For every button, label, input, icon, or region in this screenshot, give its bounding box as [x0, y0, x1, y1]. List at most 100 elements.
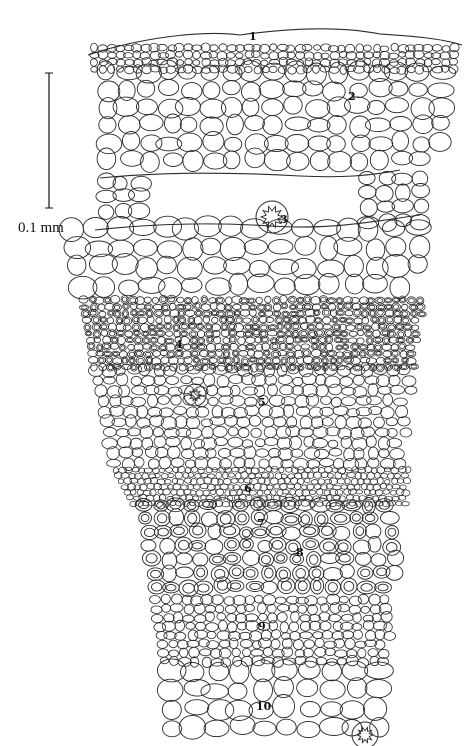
cell — [215, 605, 224, 613]
cell — [285, 135, 309, 153]
cell — [254, 679, 273, 702]
cell — [253, 721, 276, 736]
cell — [97, 148, 116, 170]
cell — [316, 657, 326, 664]
cell — [141, 152, 160, 173]
cell-lumen — [356, 527, 364, 536]
cell — [201, 238, 221, 255]
cell — [226, 53, 235, 59]
cell-lumen — [204, 312, 210, 316]
cell — [243, 567, 258, 580]
cell-lumen — [101, 325, 106, 329]
cell — [265, 296, 271, 303]
cell — [313, 632, 323, 639]
cell — [226, 297, 233, 304]
cell — [298, 605, 307, 613]
cell — [316, 385, 328, 397]
cell-lumen — [314, 359, 320, 363]
cell — [342, 500, 361, 511]
cell-lumen — [144, 528, 154, 536]
cell-lumen — [157, 514, 167, 523]
cell — [240, 640, 252, 648]
cell — [252, 59, 260, 66]
cell — [197, 330, 204, 337]
cell — [353, 375, 364, 385]
cell — [229, 375, 243, 384]
cell — [98, 173, 116, 189]
cell — [190, 490, 196, 495]
cell — [288, 67, 296, 75]
cell — [195, 630, 208, 638]
cell — [228, 683, 247, 700]
cell — [347, 409, 360, 417]
cell-lumen — [365, 515, 375, 522]
cell — [235, 511, 249, 525]
cell-lumen — [218, 312, 223, 316]
cell-lumen — [166, 339, 172, 343]
cell — [391, 490, 397, 495]
cell — [245, 148, 265, 168]
cell — [362, 427, 375, 437]
cell — [200, 117, 223, 136]
cell — [103, 427, 116, 436]
cell — [118, 437, 132, 448]
cell — [322, 662, 341, 681]
cell-lumen — [418, 298, 423, 303]
cell — [353, 630, 362, 639]
cell — [287, 484, 295, 488]
cell — [255, 439, 265, 447]
cell — [364, 489, 369, 495]
cell-lumen — [323, 359, 327, 363]
cell — [222, 97, 242, 117]
cell-lumen — [99, 358, 104, 362]
cell — [301, 501, 309, 507]
cell — [408, 66, 415, 73]
cell — [218, 363, 226, 371]
cell — [202, 512, 218, 527]
cell-lumen — [338, 358, 342, 362]
cell — [227, 45, 237, 52]
cell-lumen — [220, 514, 231, 524]
cell — [398, 417, 410, 426]
cell — [341, 397, 355, 406]
cell — [365, 118, 390, 132]
cell — [234, 458, 246, 468]
cell-lumen — [183, 583, 195, 593]
cell-lumen — [222, 325, 226, 329]
cell — [223, 472, 228, 478]
cell — [379, 649, 389, 658]
cell-lumen — [361, 569, 370, 577]
cell — [311, 577, 324, 594]
cell — [320, 407, 334, 416]
cell — [206, 278, 231, 295]
cell-lumen — [301, 331, 307, 335]
cell-lumen — [192, 345, 197, 348]
cell — [384, 467, 391, 472]
cell — [150, 51, 160, 60]
cell — [186, 623, 195, 630]
cell — [390, 385, 405, 394]
cell-lumen — [313, 345, 317, 349]
cell-lumen — [130, 298, 136, 303]
cell-lumen — [169, 297, 175, 302]
cell-lumen — [181, 324, 187, 328]
cell — [339, 596, 348, 603]
cell-lumen — [363, 312, 367, 317]
cell — [210, 45, 218, 51]
cell — [329, 614, 341, 621]
cell — [164, 153, 183, 167]
cell-lumen — [180, 318, 184, 322]
cell — [267, 485, 273, 490]
label-7: 7 — [257, 517, 265, 530]
cell — [254, 67, 261, 74]
cell — [392, 478, 398, 484]
cell-lumen — [169, 352, 174, 356]
cell — [93, 376, 103, 385]
cell — [193, 485, 200, 490]
cell-lumen — [346, 304, 351, 309]
cell-lumen — [94, 325, 99, 330]
cell — [193, 51, 201, 59]
cell-lumen — [411, 306, 416, 310]
cell — [263, 595, 276, 606]
cell — [99, 98, 117, 119]
